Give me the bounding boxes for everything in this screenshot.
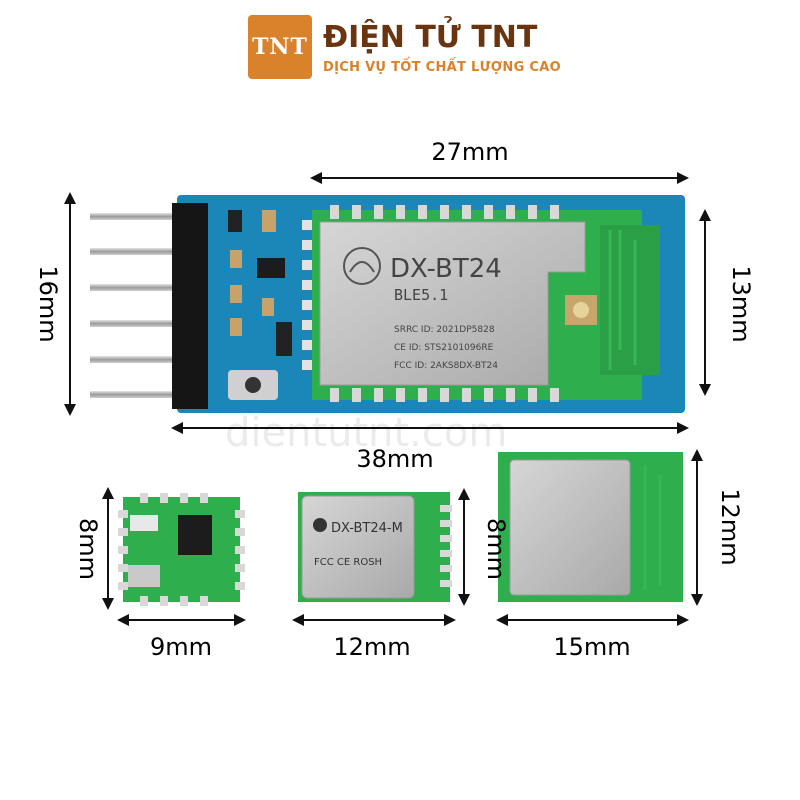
small-module-2 xyxy=(292,488,470,626)
module-2-model-label: DX-BT24-M xyxy=(331,521,403,536)
shield-version-label: BLE5.1 xyxy=(394,286,448,304)
module-3-shield xyxy=(509,459,631,596)
dim-height-left: 16mm xyxy=(34,265,62,342)
module-2-shield xyxy=(301,495,415,599)
small-module-3 xyxy=(496,449,703,626)
brand-logo-text: TNT xyxy=(252,34,308,60)
module-3-dim-width: 15mm xyxy=(553,633,630,661)
brand-logo: TNT xyxy=(248,15,312,79)
module-2-dim-height: 8mm xyxy=(482,518,510,580)
cert-srrc: SRRC ID: 2021DP5828 xyxy=(394,325,495,335)
module-2-logo-icon xyxy=(313,518,327,532)
module-1-dim-width: 9mm xyxy=(150,633,212,661)
module-1-dim-height: 8mm xyxy=(74,518,102,580)
header-block xyxy=(172,203,208,409)
header-pins xyxy=(90,213,185,398)
module-2-dim-width: 12mm xyxy=(333,633,410,661)
brand-title: ĐIỆN TỬ TNT xyxy=(323,20,538,55)
brand-subtitle: DỊCH VỤ TỐT CHẤT LƯỢNG CAO xyxy=(323,60,561,75)
shield-logo-icon xyxy=(343,247,381,285)
module-3-dim-height: 12mm xyxy=(716,488,744,565)
watermark-text: dientutnt.com xyxy=(225,410,508,456)
cert-ce: CE ID: STS2101096RE xyxy=(394,343,494,353)
dim-width-top: 27mm xyxy=(431,138,508,166)
small-module-1 xyxy=(102,487,246,626)
cert-fcc: FCC ID: 2AKS8DX-BT24 xyxy=(394,361,498,371)
shield-model-label: DX-BT24 xyxy=(390,254,502,284)
module-2-marks: FCC CE ROSH xyxy=(314,557,382,568)
main-module xyxy=(64,172,711,434)
dim-width-bottom: 38mm xyxy=(356,445,433,473)
dim-height-right: 13mm xyxy=(727,265,755,342)
metal-shield xyxy=(319,221,586,386)
